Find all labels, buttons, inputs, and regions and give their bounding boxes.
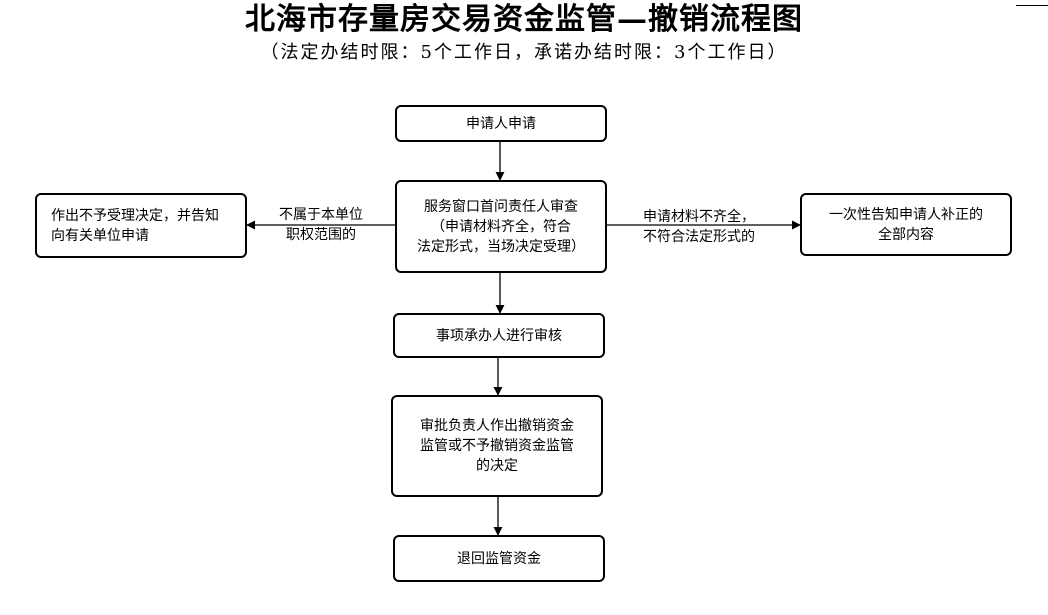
node-audit-text: 事项承办人进行审核 xyxy=(436,327,562,344)
node-refund: 退回监管资金 xyxy=(393,535,605,582)
node-reject-text: 作出不予受理决定，并告知 向有关单位申请 xyxy=(51,207,219,244)
page-subtitle: （法定办结时限：5个工作日，承诺办结时限：3个工作日） xyxy=(260,42,788,63)
node-audit: 事项承办人进行审核 xyxy=(393,313,605,358)
node-decide-text: 审批负责人作出撤销资金 监管或不予撤销资金监管 的决定 xyxy=(420,418,574,474)
edge-label-out-of-scope: 不属于本单位 职权范围的 xyxy=(279,207,363,243)
page-title: 北海市存量房交易资金监管—撤销流程图 xyxy=(245,2,803,37)
node-reject: 作出不予受理决定，并告知 向有关单位申请 xyxy=(35,193,247,258)
node-notify: 一次性告知申请人补正的 全部内容 xyxy=(800,193,1012,256)
node-refund-text: 退回监管资金 xyxy=(457,550,541,567)
node-notify-text: 一次性告知申请人补正的 全部内容 xyxy=(829,206,983,243)
node-decide: 审批负责人作出撤销资金 监管或不予撤销资金监管 的决定 xyxy=(391,395,603,497)
node-apply-text: 申请人申请 xyxy=(466,115,536,132)
node-apply: 申请人申请 xyxy=(395,105,607,142)
edge-label-incomplete: 申请材料不齐全， 不符合法定形式的 xyxy=(643,209,755,245)
node-review: 服务窗口首问责任人审查 （申请材料齐全，符合 法定形式，当场决定受理） xyxy=(395,180,607,273)
corner-line xyxy=(1016,5,1048,6)
node-review-text: 服务窗口首问责任人审查 （申请材料齐全，符合 法定形式，当场决定受理） xyxy=(417,198,585,255)
